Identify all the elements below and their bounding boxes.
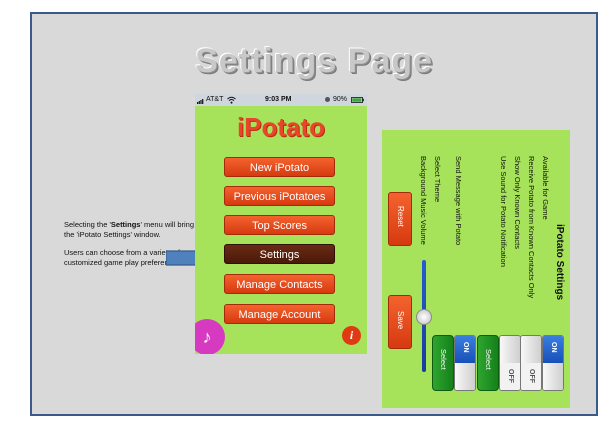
receive-known-only-toggle[interactable]: OFF [520,335,542,391]
available-for-game-toggle[interactable]: ON [542,335,564,391]
music-note-icon[interactable]: ♪ [195,319,225,354]
settings-title: iPotato Settings [554,224,565,301]
select-theme-button[interactable]: Select [432,335,454,391]
new-ipotato-button[interactable]: New iPotato [224,157,335,177]
reset-button[interactable]: Reset [388,192,412,246]
option-select-theme: Select Theme [433,156,442,203]
option-use-sound: Use Sound for Potato Notification [499,156,508,267]
page-title: Settings Page [195,42,433,80]
battery-icon [351,97,364,103]
wifi-icon [227,96,236,104]
app-logo: iPotato [236,112,326,142]
settings-button[interactable]: Settings [224,244,335,264]
battery-label: 90% [333,96,348,103]
lock-icon [325,97,330,102]
previous-ipotatoes-button[interactable]: Previous iPotatoes [224,186,335,206]
top-scores-button[interactable]: Top Scores [224,215,335,235]
status-bar: AT&T 9:03 PM 90% [195,94,367,106]
option-show-known-contacts: Show Only Known Contacts [513,156,522,249]
description-paragraph-2: Users can choose from a variety of custo… [64,248,183,267]
status-time: 9:03 PM [265,96,292,103]
description: Selecting the 'Settings' menu will bring… [64,220,214,276]
carrier-label: AT&T [206,96,224,103]
phone-screen: AT&T 9:03 PM 90% iPotato New iPotato Pre… [195,94,367,354]
send-message-toggle[interactable]: ON [454,335,476,391]
description-paragraph-1: Selecting the 'Settings' menu will bring… [64,220,205,239]
settings-panel: iPotato Settings Available for Game Rece… [382,130,570,408]
option-music-volume: Background Music Volume [419,156,428,245]
option-receive-known-only: Receive Potato from Known Contacts Only [527,156,536,299]
manage-account-button[interactable]: Manage Account [224,304,335,324]
signal-icon [197,99,204,104]
select-sound-button[interactable]: Select [477,335,499,391]
option-available-for-game: Available for Game [541,156,550,220]
info-icon[interactable]: i [342,326,361,345]
volume-slider-thumb[interactable] [416,309,432,325]
manage-contacts-button[interactable]: Manage Contacts [224,274,335,294]
save-button[interactable]: Save [388,295,412,349]
option-send-message: Send Message with Potato [454,156,463,246]
show-known-contacts-toggle[interactable]: OFF [499,335,521,391]
